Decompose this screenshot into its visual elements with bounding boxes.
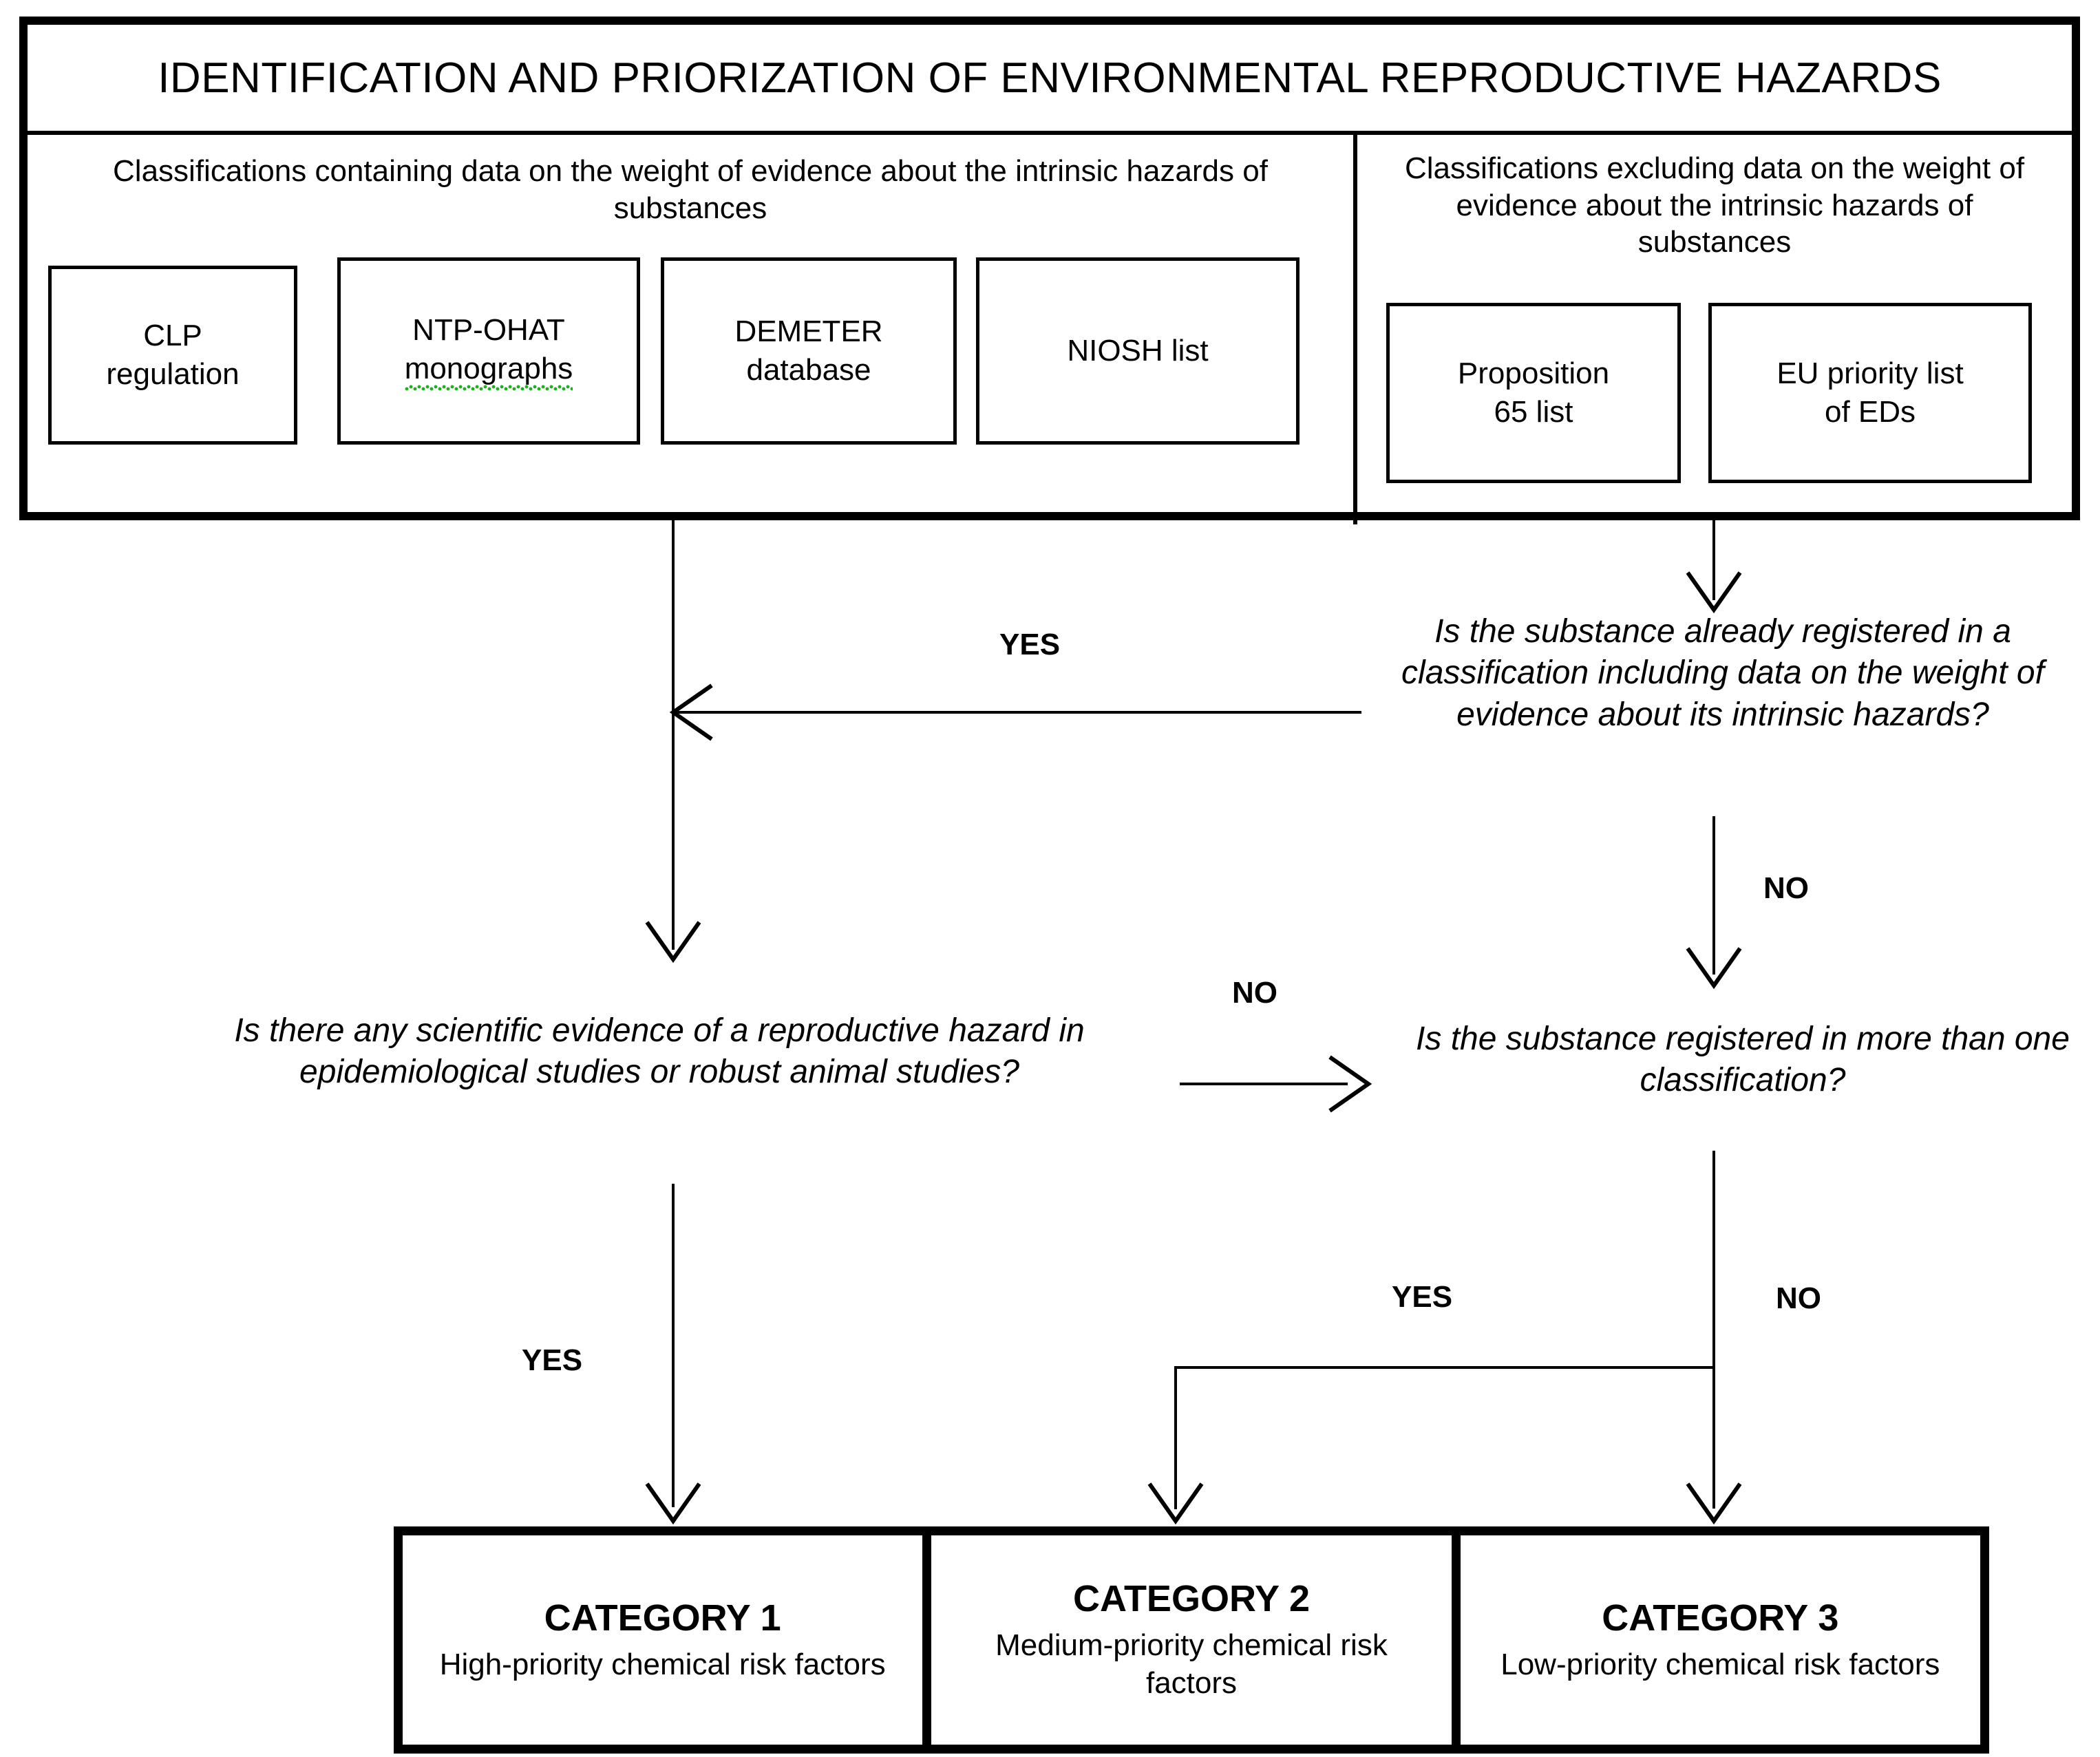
source-box-eu-priority-list-of-eds[interactable]: EU priority list of EDs: [1708, 303, 2032, 483]
question-more-than-one-classification: Is the substance registered in more than…: [1416, 1021, 2070, 1099]
edge-label-q2-yes: YES: [522, 1343, 583, 1377]
connector-right-trunk: [1712, 520, 1715, 600]
arrowhead-down-to-category-1: [645, 1482, 701, 1525]
right-column-caption: Classifications excluding data on the we…: [1404, 151, 2025, 259]
connector-q1-no: [1712, 816, 1715, 975]
classification-sources-container: IDENTIFICATION AND PRIORIZATION OF ENVIR…: [19, 17, 2080, 524]
edge-label-q1-no: NO: [1763, 871, 1809, 905]
arrowhead-down-to-question-scientific-evidence: [645, 921, 701, 963]
connector-q1-yes: [673, 711, 1361, 714]
category-3-subtitle: Low-priority chemical risk factors: [1500, 1647, 1940, 1681]
arrowhead-down-to-question-already-registered: [1686, 571, 1742, 614]
edge-label-q2-no: NO: [1232, 976, 1277, 1010]
source-box-line1: NIOSH list: [1067, 333, 1209, 368]
question-already-registered: Is the substance already registered in a…: [1401, 613, 2044, 733]
connector-q2-no: [1180, 1083, 1348, 1085]
source-box-line2: of EDs: [1824, 395, 1916, 429]
question-scientific-evidence: Is there any scientific evidence of a re…: [234, 1012, 1085, 1091]
left-classification-column: Classifications containing data on the w…: [28, 135, 1353, 524]
category-1-subtitle: High-priority chemical risk factors: [439, 1647, 886, 1681]
arrowhead-down-to-category-2: [1147, 1482, 1204, 1525]
source-box-line1: CLP: [143, 318, 202, 352]
source-box-demeter-database[interactable]: DEMETER database: [661, 257, 957, 445]
source-box-line1: Proposition: [1457, 356, 1610, 390]
edge-label-q3-yes: YES: [1392, 1280, 1453, 1314]
category-1-title: CATEGORY 1: [544, 1597, 781, 1639]
source-box-niosh-list[interactable]: NIOSH list: [976, 257, 1300, 445]
source-box-ntp-ohat-monographs[interactable]: NTP-OHAT monographs: [337, 257, 640, 445]
category-2-title: CATEGORY 2: [1072, 1578, 1311, 1620]
chart-title-bar: IDENTIFICATION AND PRIORIZATION OF ENVIR…: [28, 25, 2072, 135]
source-box-line2: regulation: [106, 357, 240, 391]
page-title: IDENTIFICATION AND PRIORIZATION OF ENVIR…: [158, 54, 1942, 102]
category-results-row: CATEGORY 1 High-priority chemical risk f…: [394, 1526, 1989, 1754]
arrowhead-left-q1-yes: [669, 683, 713, 741]
source-box-line1: DEMETER: [734, 314, 883, 348]
connector-q3-yes-horizontal: [1174, 1366, 1715, 1369]
source-box-line1: NTP-OHAT: [412, 312, 565, 347]
category-1-box[interactable]: CATEGORY 1 High-priority chemical risk f…: [403, 1535, 922, 1745]
source-box-line2: 65 list: [1494, 395, 1573, 429]
right-classification-column: Classifications excluding data on the we…: [1357, 135, 2072, 524]
category-3-title: CATEGORY 3: [1602, 1597, 1839, 1639]
connector-q3-no: [1712, 1151, 1715, 1509]
left-column-caption: Classifications containing data on the w…: [113, 154, 1268, 225]
source-box-clp-regulation[interactable]: CLP regulation: [48, 266, 297, 445]
category-2-subtitle: Medium-priority chemical risk factors: [995, 1628, 1388, 1700]
edge-label-q3-no: NO: [1776, 1281, 1821, 1315]
source-box-line1: EU priority list: [1776, 356, 1964, 390]
column-divider: [1353, 135, 1357, 524]
edge-label-q1-yes: YES: [999, 628, 1061, 661]
source-box-line2: database: [746, 353, 871, 387]
category-3-box[interactable]: CATEGORY 3 Low-priority chemical risk fa…: [1451, 1535, 1980, 1745]
source-box-proposition-65-list[interactable]: Proposition 65 list: [1386, 303, 1681, 483]
category-2-box[interactable]: CATEGORY 2 Medium-priority chemical risk…: [922, 1535, 1451, 1745]
connector-q2-yes: [672, 1184, 675, 1507]
source-box-line2: monographs: [404, 350, 573, 391]
arrowhead-down-to-category-3: [1686, 1482, 1742, 1525]
arrowhead-right-q2-no: [1328, 1055, 1372, 1113]
connector-left-trunk: [672, 520, 675, 950]
connector-q3-yes-vertical: [1174, 1366, 1177, 1509]
arrowhead-down-q1-no: [1686, 947, 1742, 990]
